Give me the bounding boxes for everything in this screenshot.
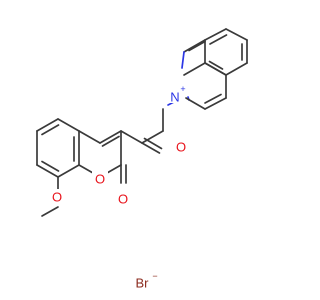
bromide-label: Br [136, 276, 150, 291]
isoquinolinium-nitrogen-label: N [170, 90, 179, 105]
carbonyl-oxygen-label: O [176, 140, 186, 155]
isoquinoline-ring-proper [183, 62, 227, 76]
methoxy-oxygen-label: O [52, 190, 62, 205]
isoquinolinium-charge-label: + [180, 84, 185, 94]
lactone-ring-oxygen-label: O [95, 172, 105, 187]
molecule-structure-drawing: N + O O O O Br − [36, 28, 248, 291]
isoquinoline-benzo-ring [204, 28, 248, 76]
lactone-carbonyl-oxygen-mask [114, 191, 132, 207]
lactone-carbonyl-oxygen-label: O [118, 192, 128, 207]
coumarin-benzo-ring [36, 118, 80, 217]
ring-oxygen-mask [92, 171, 108, 187]
methylene-carbonyl-linker [120, 108, 164, 154]
bromide-charge-label: − [152, 271, 157, 281]
coumarin-pyranone-ring [78, 130, 127, 184]
carbonyl-oxygen-mask [173, 139, 189, 155]
bromide-counterion: Br − [136, 271, 158, 291]
methoxy-oxygen-mask [49, 189, 65, 205]
nitrogen-mask [166, 87, 182, 103]
atom-labels: N + O O O O [49, 84, 189, 207]
